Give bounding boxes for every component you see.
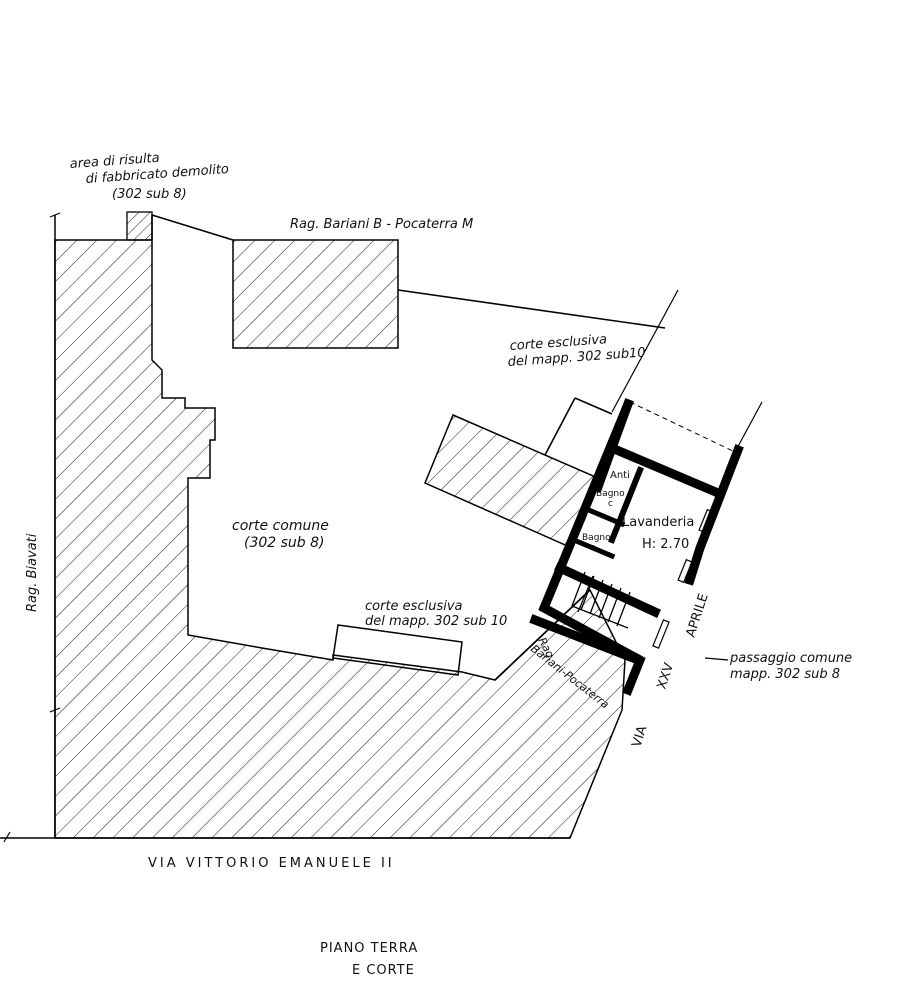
label-neighbor-top: Rag. Bariani B - Pocaterra M <box>290 217 473 232</box>
passaggio-leader <box>704 657 729 661</box>
label-anti: Anti <box>610 470 630 481</box>
label-bagno-bottom: Bagno <box>582 533 611 543</box>
label-passaggio-2: mapp. 302 sub 8 <box>730 667 840 682</box>
label-street-bottom: VIA VITTORIO EMANUELE II <box>148 856 395 871</box>
label-corte-esclusiva-bottom-2: del mapp. 302 sub 10 <box>365 614 507 629</box>
corte-comune-outline <box>151 214 666 681</box>
reference-line-1 <box>611 289 679 413</box>
label-corte-comune-1: corte comune <box>232 518 329 534</box>
title-line-2: E CORTE <box>352 963 415 978</box>
label-bagno-top-c: c <box>608 499 613 509</box>
corte-esclusiva-top-outline <box>544 397 613 456</box>
label-street-right-2: XXV <box>655 661 678 691</box>
label-neighbor-left: Rag. Biavati <box>25 533 40 612</box>
demolished-area <box>126 211 153 241</box>
label-street-right-1: VIA <box>630 724 651 749</box>
label-bagno-bottom-c: c <box>590 543 595 553</box>
label-street-right-3: APRILE <box>684 592 712 639</box>
title-line-1: PIANO TERRA <box>320 941 418 956</box>
corte-esclusiva-bottom-rect <box>332 624 463 676</box>
hatched-block-main <box>54 239 626 839</box>
label-bagno-top: Bagno <box>596 489 625 499</box>
building-unit <box>529 398 744 696</box>
label-height: H: 2.70 <box>642 537 689 552</box>
label-passaggio-1: passaggio comune <box>729 651 852 666</box>
reference-line-2 <box>734 401 763 453</box>
label-area-demolito-3: (302 sub 8) <box>112 187 187 202</box>
label-area-demolito-1: area di risulta <box>69 151 160 172</box>
label-lavanderia: Lavanderia <box>622 515 694 530</box>
label-corte-esclusiva-top-1: corte esclusiva <box>509 332 607 354</box>
label-corte-comune-2: (302 sub 8) <box>244 535 325 551</box>
label-corte-esclusiva-bottom-1: corte esclusiva <box>365 599 463 614</box>
hatched-block-rotated <box>424 414 599 550</box>
hatched-block-top <box>232 239 399 349</box>
